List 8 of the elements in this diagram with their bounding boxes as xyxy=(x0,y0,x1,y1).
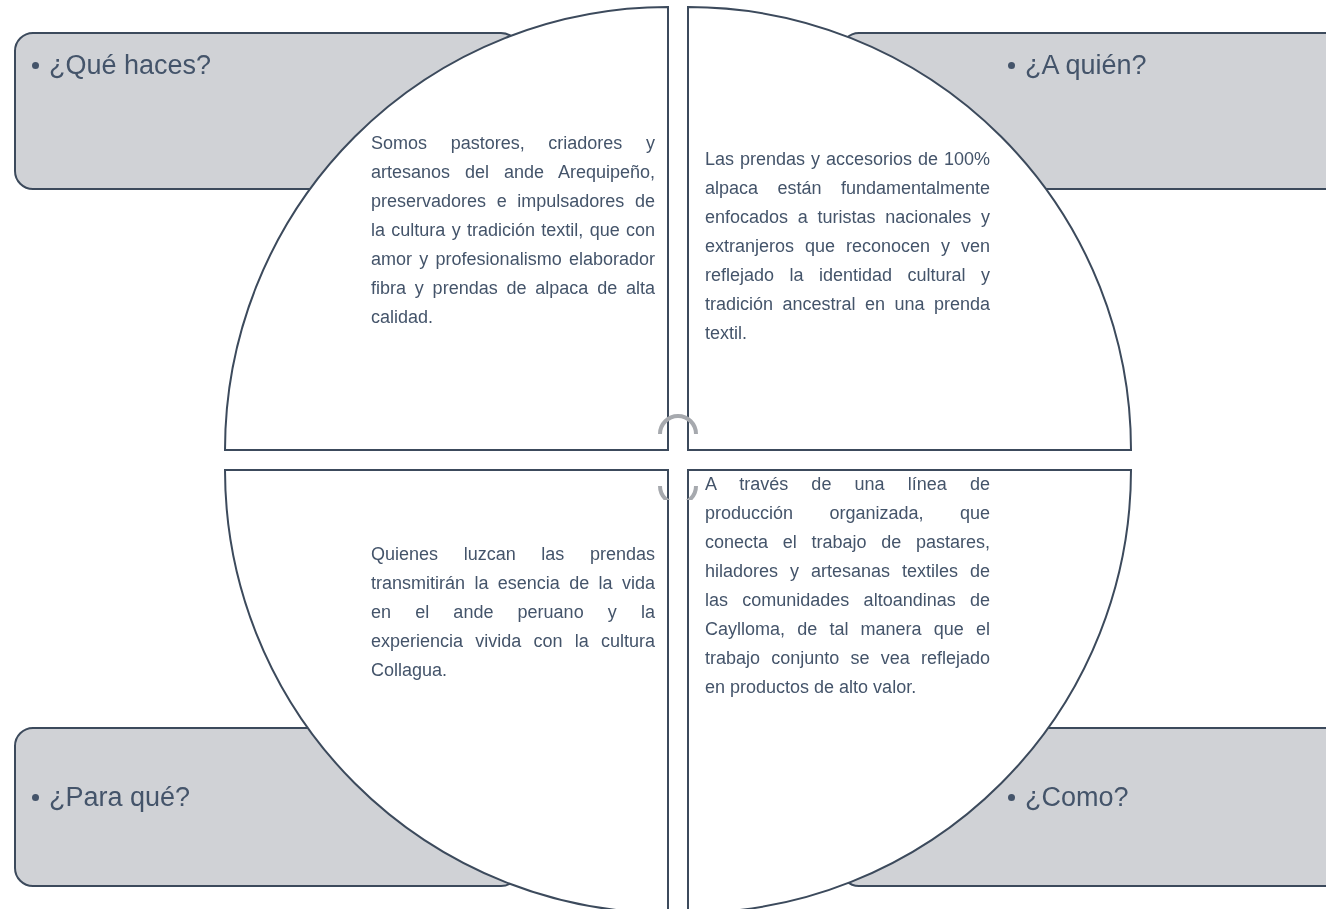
segment-paragraph: A través de una línea de producción organizada, que conecta el trabajo de pastares, hiladores y artesanas textiles de las comunidades altoandinas de Caylloma, de tal manera que el trabajo conjunto se vea reflejado en productos de alto valor. xyxy=(705,473,990,699)
heading-text: ¿Como? xyxy=(1025,782,1129,813)
segment-paragraph: Somos pastores, criadores y artesanos del ande Arequipeño, preservadores e impulsadores de la cultura y tradición textil, que con amor y profesionalismo elaborador fibra y prendas de alpaca de alta calidad. xyxy=(371,132,655,329)
segment-paragraph: Las prendas y accesorios de 100% alpaca están fundamentalmente enfocados a turistas nacionales y extranjeros que reconocen y ven reflejado la identidad cultural y tradición ancestral en una prenda textil. xyxy=(705,148,990,345)
heading-text: ¿Qué haces? xyxy=(49,50,212,81)
heading-text: ¿A quién? xyxy=(1025,50,1147,81)
heading-text: ¿Para qué? xyxy=(49,782,191,813)
segment-paragraph: Quienes luzcan las prendas transmitirán la esencia de la vida en el ande peruano y la experiencia vivida con la cultura Collagua. xyxy=(371,543,655,682)
